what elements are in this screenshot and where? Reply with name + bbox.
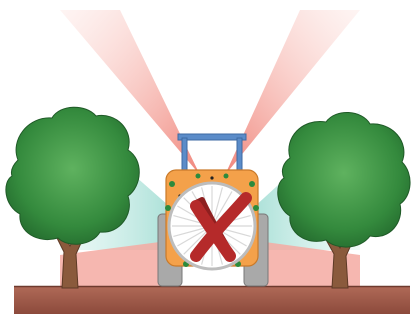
nozzle bbox=[253, 205, 259, 211]
tree-canopy-right bbox=[278, 112, 410, 247]
cab-frame-left-post bbox=[182, 138, 187, 172]
nozzle-dot bbox=[210, 176, 213, 179]
nozzle bbox=[169, 181, 175, 187]
nozzle bbox=[196, 174, 201, 179]
cab-frame-right-post bbox=[237, 138, 242, 172]
tree-canopy-left bbox=[6, 107, 139, 244]
nozzle bbox=[165, 205, 171, 211]
nozzle bbox=[224, 174, 229, 179]
nozzle bbox=[249, 181, 255, 187]
cab-frame-top bbox=[178, 134, 246, 140]
ground bbox=[14, 286, 410, 314]
orchard-sprayer-icon bbox=[158, 134, 268, 286]
